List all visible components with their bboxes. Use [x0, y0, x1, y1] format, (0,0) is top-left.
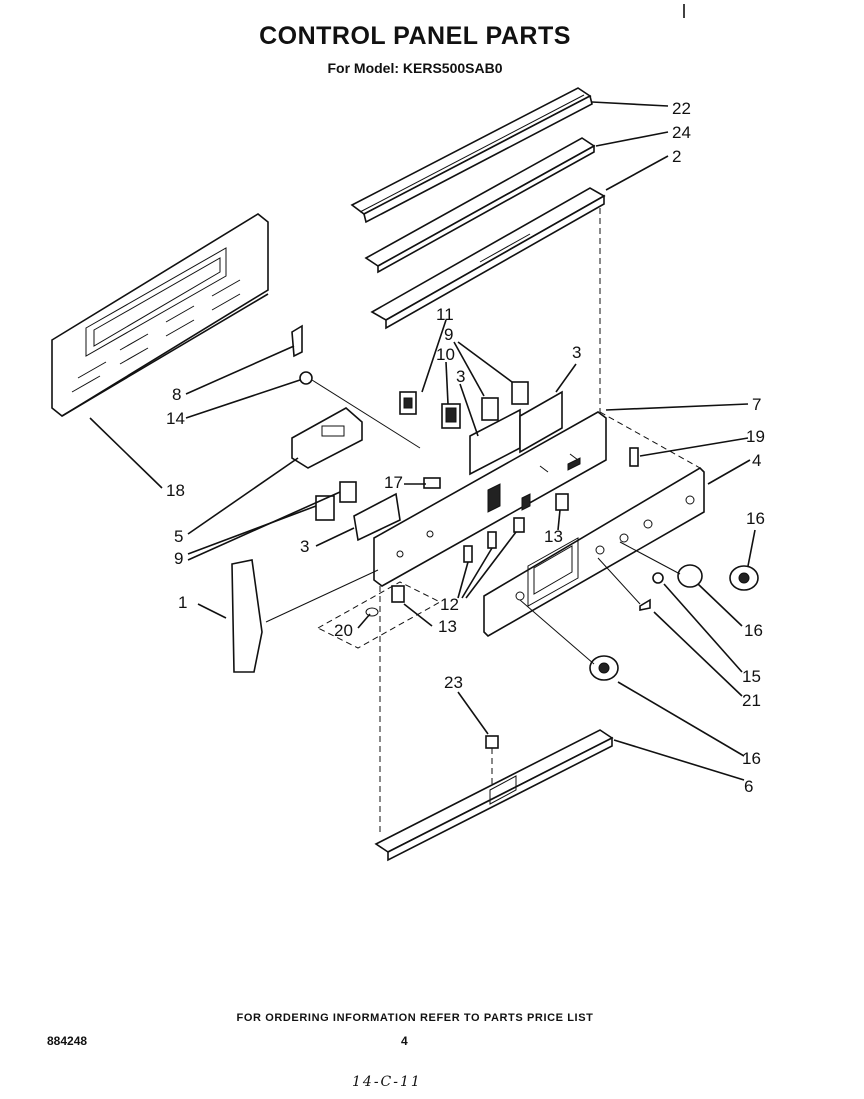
label-6: 6 — [744, 777, 753, 796]
label-24: 24 — [672, 123, 691, 142]
part-8-clip — [291, 324, 303, 358]
part-21-button — [639, 598, 651, 611]
label-3-upper-left: 3 — [456, 367, 465, 386]
label-7: 7 — [752, 395, 761, 414]
label-3-upper-right: 3 — [572, 343, 581, 362]
part-9-switch-upper-a — [481, 397, 499, 421]
label-11: 11 — [436, 305, 454, 324]
ordering-note: FOR ORDERING INFORMATION REFER TO PARTS … — [236, 1012, 594, 1024]
part-23-clip — [485, 735, 499, 749]
part-16-knob-lower — [589, 655, 619, 681]
label-4: 4 — [752, 451, 761, 470]
part-10-switch — [441, 403, 461, 429]
label-15: 15 — [742, 667, 761, 686]
label-3-lower: 3 — [300, 537, 309, 556]
part-14-connector — [299, 371, 421, 449]
part-13-clip-left — [391, 585, 405, 603]
document-number: 884248 — [47, 1034, 88, 1048]
handwritten-note: 14-C-11 — [352, 1074, 422, 1090]
label-22: 22 — [672, 99, 691, 118]
label-16-lower: 16 — [742, 749, 761, 768]
part-13-clip-right — [555, 493, 569, 511]
label-16-middle: 16 — [744, 621, 763, 640]
label-10: 10 — [436, 345, 455, 364]
label-18: 18 — [166, 481, 185, 500]
label-23: 23 — [444, 673, 463, 692]
part-18-rear-panel — [51, 213, 269, 417]
part-3-bracket-upper — [469, 390, 563, 476]
part-1-side-trim — [231, 559, 263, 673]
part-16-knob-middle — [677, 564, 703, 588]
part-7-control-panel — [373, 411, 607, 587]
part-9-switch-upper-b — [511, 381, 529, 405]
part-17-clip — [423, 477, 441, 489]
label-9-upper: 9 — [444, 325, 453, 344]
part-3-bracket-lower — [353, 492, 401, 542]
part-6-bottom-trim — [374, 729, 614, 862]
label-13-left: 13 — [438, 617, 457, 636]
part-20-spacer — [316, 581, 442, 649]
label-2: 2 — [672, 147, 681, 166]
page-number: 4 — [401, 1034, 408, 1048]
part-5-bracket — [291, 407, 363, 469]
page-title: CONTROL PANEL PARTS — [259, 22, 571, 50]
label-8: 8 — [172, 385, 181, 404]
label-19: 19 — [746, 427, 765, 446]
part-9-switch-lower — [315, 481, 357, 521]
part-16-knob-right — [729, 565, 759, 591]
part-22-top-trim — [350, 87, 593, 224]
part-15-spring — [652, 572, 664, 584]
label-9-lower: 9 — [174, 549, 183, 568]
part-24-trim-strip — [364, 137, 596, 274]
part-11-switch — [399, 391, 417, 415]
label-16-top: 16 — [746, 509, 765, 528]
label-5: 5 — [174, 527, 183, 546]
label-17: 17 — [384, 473, 403, 492]
label-14: 14 — [166, 409, 185, 428]
model-subtitle: For Model: KERS500SAB0 — [327, 60, 503, 76]
part-19-bracket — [629, 447, 639, 467]
label-21: 21 — [742, 691, 761, 710]
label-13-right: 13 — [544, 527, 563, 546]
label-20: 20 — [334, 621, 353, 640]
alignment-lines — [379, 208, 701, 836]
part-2-channel — [370, 187, 606, 330]
label-12: 12 — [440, 595, 459, 614]
label-1: 1 — [178, 593, 187, 612]
part-labels: 22 24 2 11 9 10 3 3 7 19 4 8 14 18 17 16… — [166, 99, 765, 796]
leader-lines — [89, 101, 756, 781]
